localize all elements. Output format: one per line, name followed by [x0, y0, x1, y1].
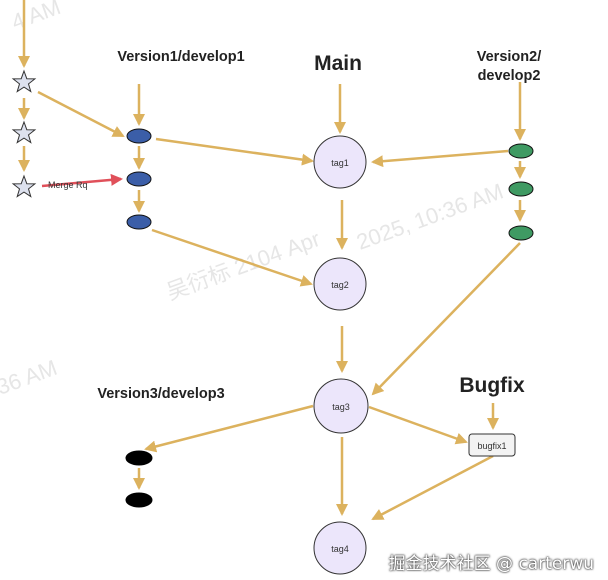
star-icon — [11, 174, 37, 198]
bugfix1-label: bugfix1 — [477, 441, 506, 451]
main-branch-label: Main — [314, 52, 362, 75]
tag1-label: tag1 — [331, 158, 349, 168]
commit-node — [508, 143, 534, 159]
merge-request-label: Merge Rq — [48, 180, 88, 190]
commit-node — [508, 225, 534, 241]
edge-v1c-tag2 — [151, 228, 313, 287]
version2-branch-label-line1: Version2/ — [477, 49, 541, 65]
bugfix1-node — [468, 433, 516, 457]
bugfix-branch-label: Bugfix — [459, 374, 525, 397]
star-icon — [11, 69, 37, 93]
commit-node — [508, 181, 534, 197]
version1-commits — [126, 128, 152, 230]
tag3-label: tag3 — [332, 402, 350, 412]
commit-node — [126, 128, 152, 144]
watermark-text-3: 36 AM — [0, 355, 60, 400]
star-icon — [11, 120, 37, 144]
edge-v2a-tag1 — [371, 149, 509, 168]
feature-commits — [11, 69, 37, 198]
edge-star1-v1 — [37, 90, 125, 138]
edge-v1a-tag1 — [155, 137, 314, 166]
main-tags: tag1 tag2 tag3 tag4 — [313, 135, 369, 575]
tag2-label: tag2 — [331, 280, 349, 290]
tag4-node — [313, 521, 367, 575]
merge-request-arrow — [41, 173, 123, 188]
watermark: 吴衍标 2104 Apr 2025, 10:36 AM 36 AM 4 AM — [0, 0, 507, 400]
tag3-node — [313, 378, 369, 434]
tag2-node — [313, 257, 367, 311]
edge-bugfix-tag4 — [371, 454, 494, 521]
commit-node — [126, 214, 152, 230]
version2-commits — [508, 143, 534, 241]
commit-node — [126, 171, 152, 187]
tag4-label: tag4 — [331, 544, 349, 554]
footer-credit: 掘金技术社区 @ carterwu — [388, 554, 594, 574]
version3-commits — [125, 450, 153, 508]
version2-branch-label-line2: develop2 — [478, 68, 541, 84]
commit-node — [125, 450, 153, 466]
edge-tag3-bugfix — [368, 405, 468, 445]
edges — [18, 0, 526, 521]
watermark-text-2: 2025, 10:36 AM — [353, 178, 506, 254]
edge-v2c-tag3 — [371, 242, 521, 396]
version1-branch-label: Version1/develop1 — [117, 49, 244, 65]
version3-branch-label: Version3/develop3 — [97, 386, 224, 402]
watermark-text-1: 吴衍标 2104 Apr — [163, 226, 323, 305]
commit-node — [125, 492, 153, 508]
edge-tag3-v3 — [144, 404, 314, 453]
tag1-node — [313, 135, 367, 189]
watermark-text-4: 4 AM — [8, 0, 64, 35]
